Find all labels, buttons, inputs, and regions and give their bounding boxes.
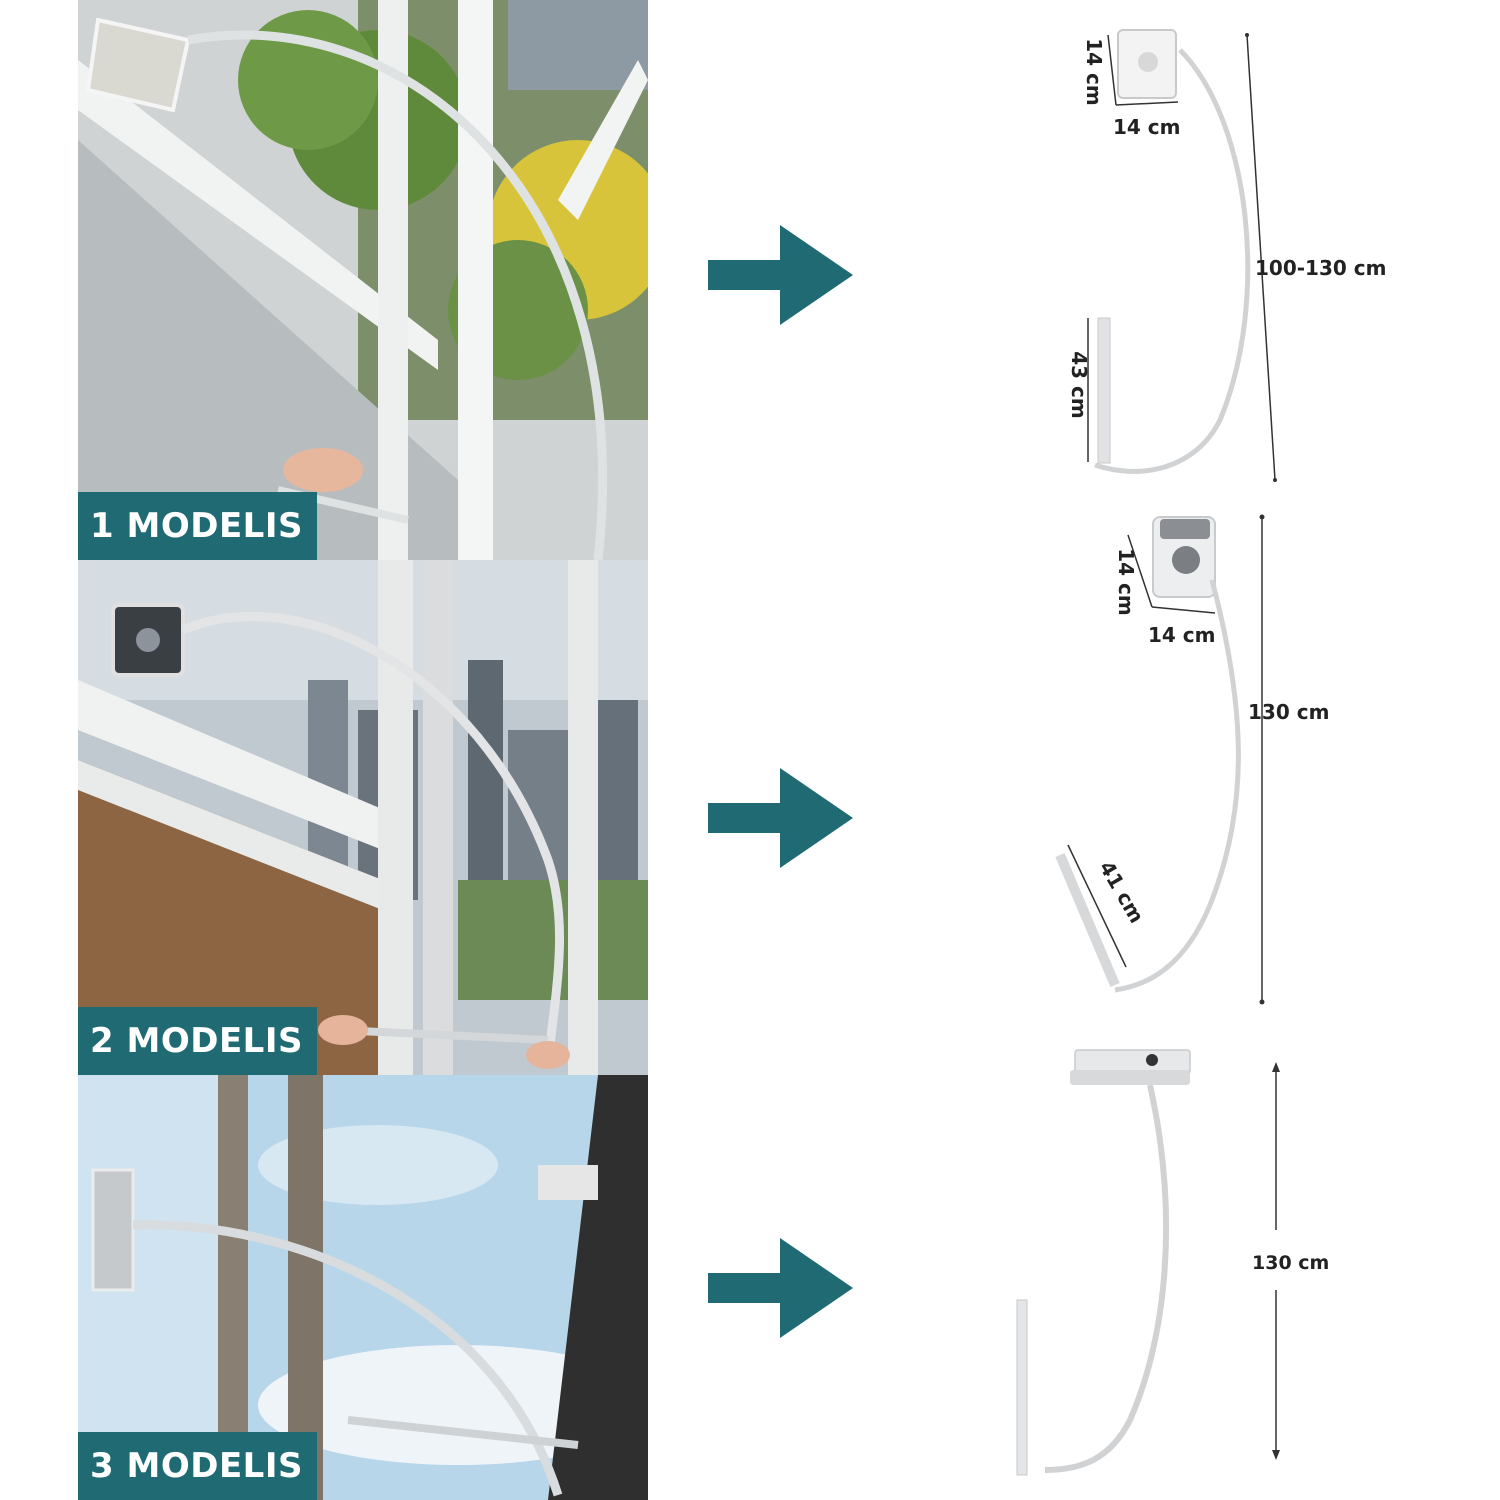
model-2-scene <box>78 560 648 1075</box>
model-2-diagram: 14 cm 14 cm 130 cm 41 cm <box>990 505 1450 1015</box>
model-1-head-width: 14 cm <box>1113 115 1181 139</box>
arrow-right-icon <box>708 225 853 325</box>
model-1-badge: 1 MODELIS <box>78 492 317 560</box>
arrow-right-icon <box>708 768 853 868</box>
model-3-length: 130 cm <box>1252 1252 1330 1274</box>
model-2-head-height: 14 cm <box>1113 548 1138 616</box>
model-2-length: 130 cm <box>1248 700 1330 724</box>
model-3-badge: 3 MODELIS <box>78 1432 317 1500</box>
model-1-diagram: 14 cm 14 cm 100-130 cm 43 cm <box>990 0 1450 500</box>
model-3-photo: 3 MODELIS <box>78 1075 648 1500</box>
model-2-head-width: 14 cm <box>1148 623 1216 647</box>
model-1-scene <box>78 0 648 560</box>
arrow-right-icon <box>708 1238 853 1338</box>
model-3-drawing <box>1016 1049 1280 1476</box>
model-1-head-height: 14 cm <box>1081 38 1106 106</box>
model-3-diagram: 130 cm <box>990 1040 1450 1490</box>
model-1-handle: 43 cm <box>1066 351 1091 419</box>
model-1-photo: 1 MODELIS <box>78 0 648 560</box>
model-1-length: 100-130 cm <box>1255 256 1387 280</box>
model-2-badge: 2 MODELIS <box>78 1007 317 1075</box>
model-3-scene <box>78 1075 648 1500</box>
model-2-drawing <box>1055 514 1265 1005</box>
model-1-drawing <box>1087 29 1277 482</box>
model-2-photo: 2 MODELIS <box>78 560 648 1075</box>
